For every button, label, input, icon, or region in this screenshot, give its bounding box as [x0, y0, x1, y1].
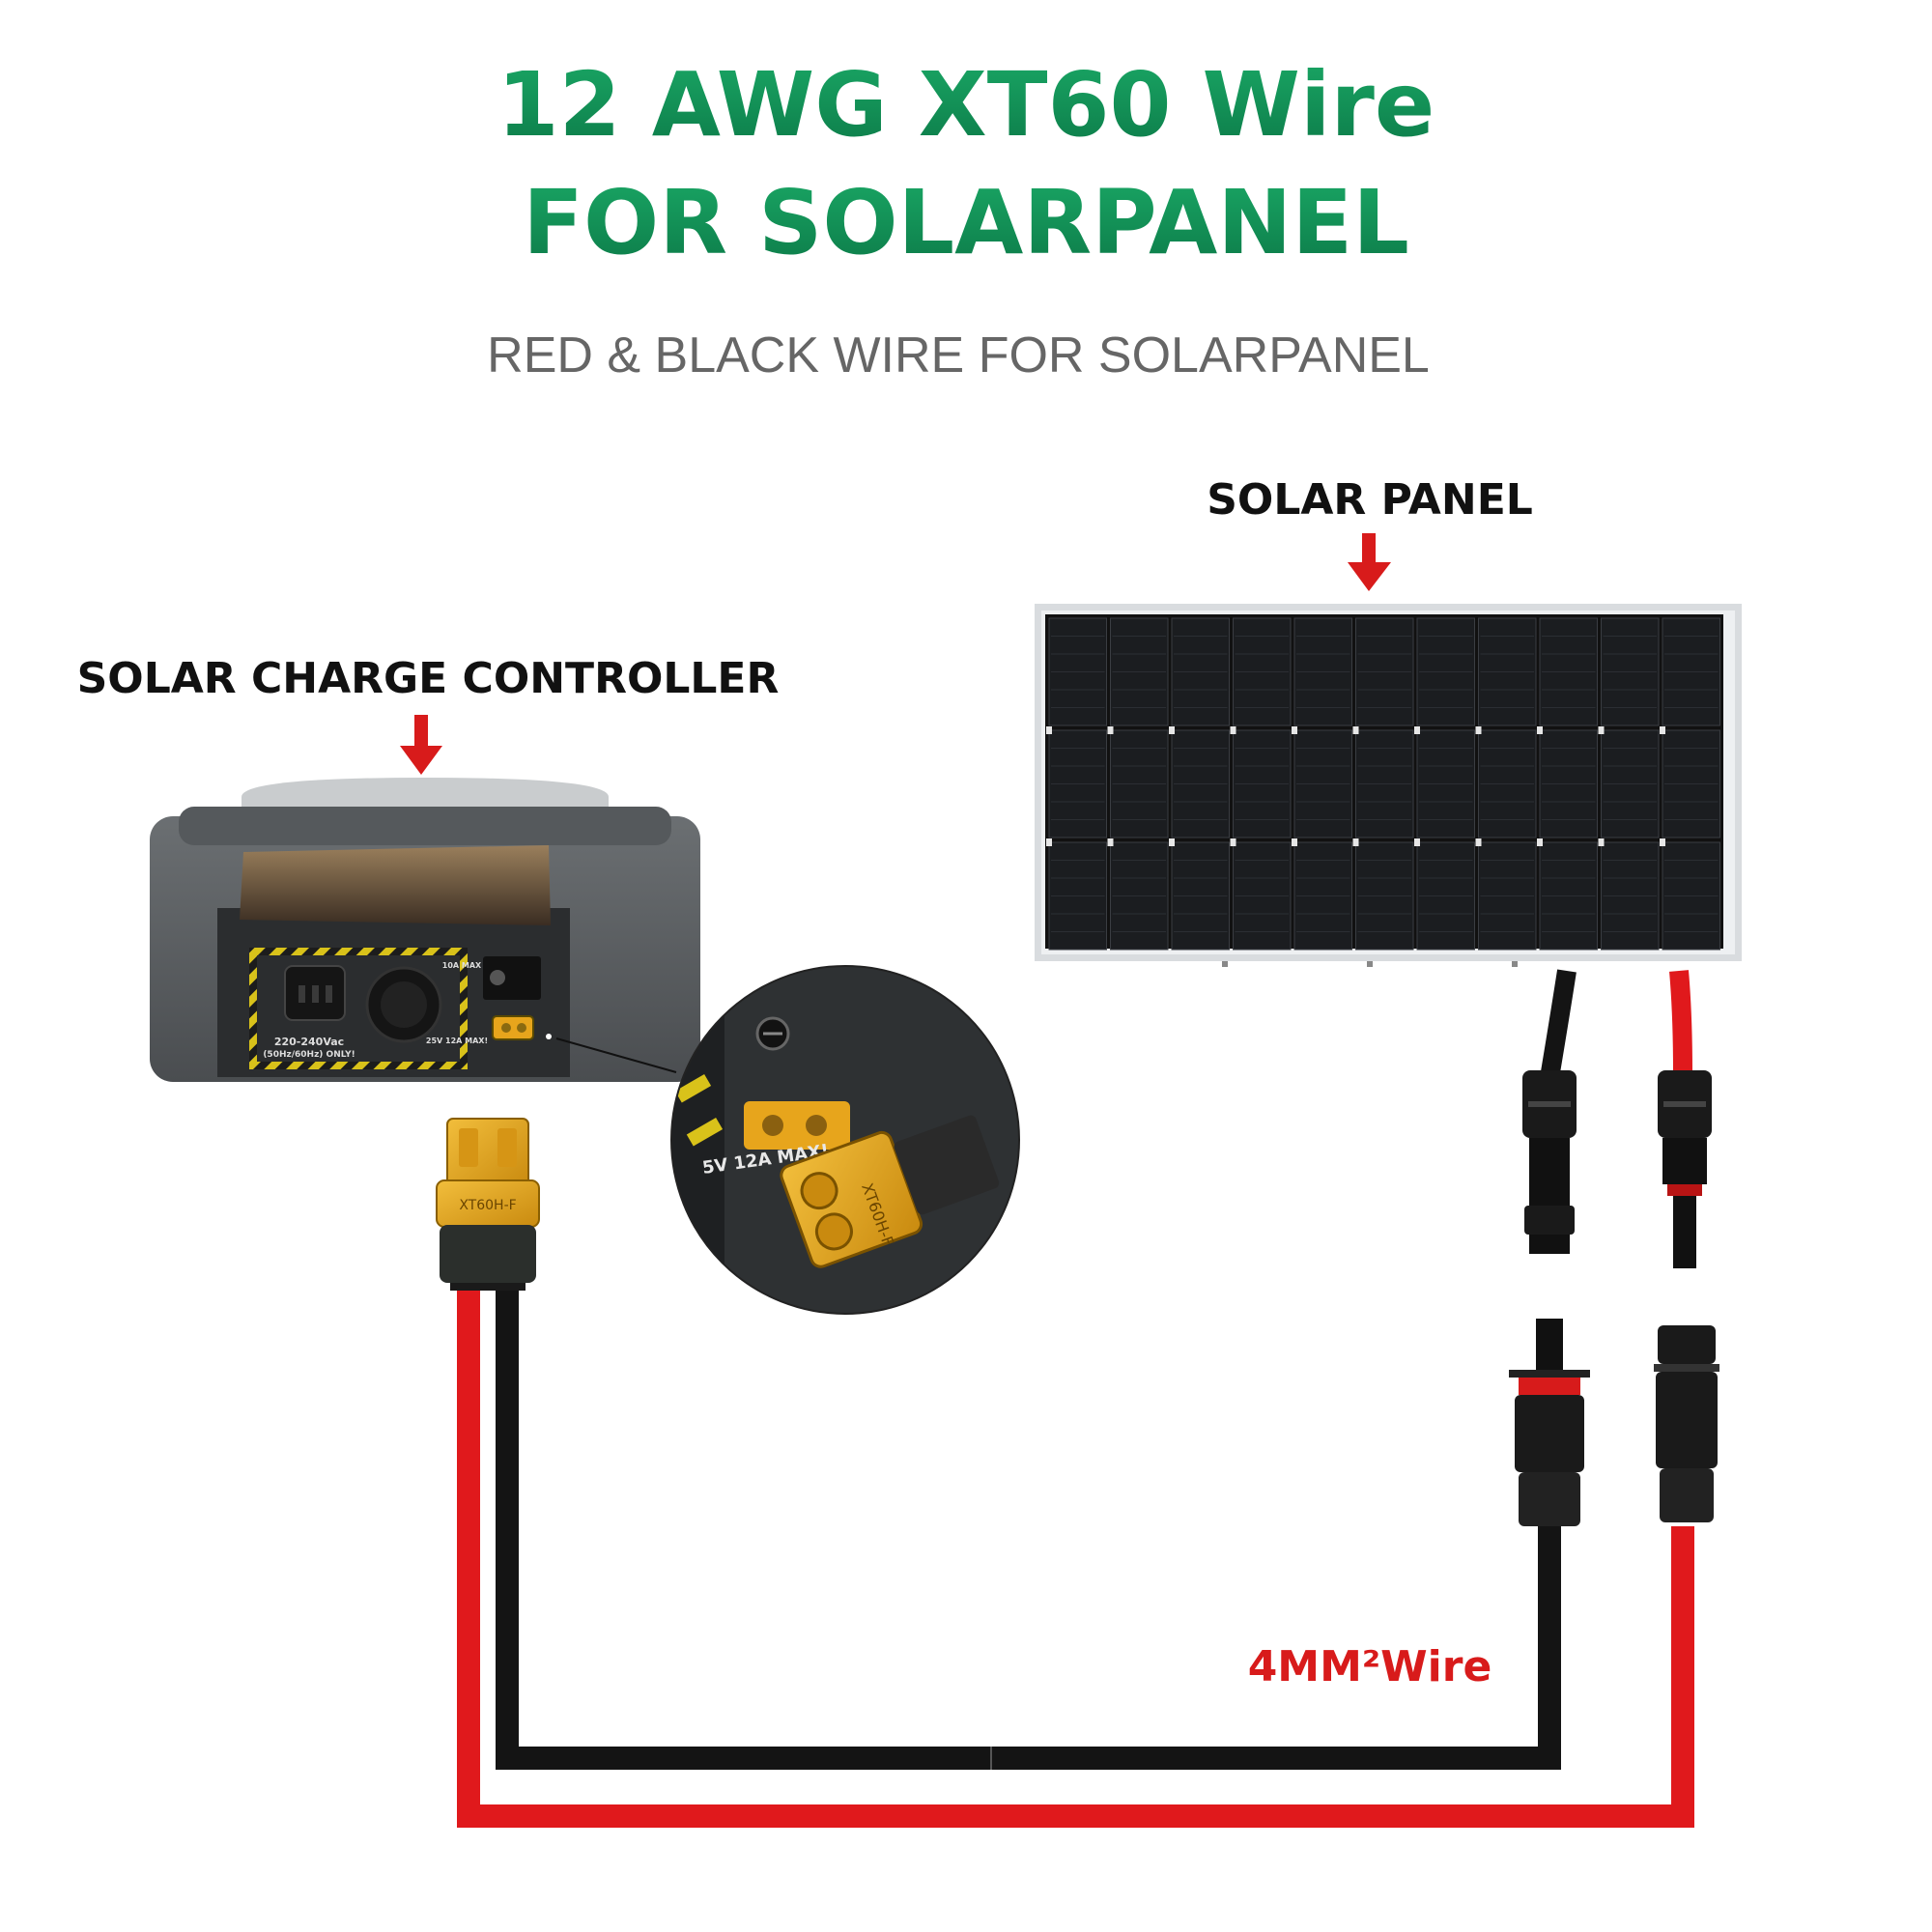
solar-panel	[1035, 604, 1742, 967]
zoom-leader-line	[555, 1037, 677, 1073]
arrow-down-icon	[1348, 533, 1391, 591]
solar-bus-dot	[1598, 726, 1605, 734]
panel-black-lead	[1541, 969, 1577, 1074]
solar-bus-dot	[1475, 838, 1482, 846]
ac-input-label: 220-240Vac	[274, 1036, 344, 1048]
solar-bus-dot	[1046, 838, 1052, 846]
zoom-inset: 5V 12A MAX! XT60H-F	[670, 965, 1020, 1315]
charge-controller-device: 220-240Vac (50Hz/60Hz) ONLY! 10A MAX 25V…	[150, 778, 700, 1082]
device-lid	[240, 845, 551, 925]
xt60-port	[492, 1015, 534, 1040]
solar-bus-dot	[1230, 838, 1236, 846]
subtitle: RED & BLACK WIRE FOR SOLARPANEL	[487, 327, 1430, 384]
mc4-connector-panel-negative	[1522, 1070, 1577, 1254]
solar-bus-dot	[1660, 726, 1665, 734]
panel-red-lead	[1669, 970, 1692, 1073]
solar-bus-dot	[1169, 726, 1175, 734]
solar-panel-label: SOLAR PANEL	[1207, 475, 1533, 525]
mc4-connector-cable-negative	[1509, 1319, 1590, 1526]
zoom-xt60-plug: XT60H-F	[780, 1115, 1000, 1268]
mc4-connector-cable-positive	[1654, 1325, 1719, 1522]
solar-bus-dot	[1352, 726, 1359, 734]
red-wire	[457, 1280, 1694, 1828]
solar-bus-dot	[1537, 838, 1543, 846]
solar-charge-controller-label: SOLAR CHARGE CONTROLLER	[77, 654, 780, 703]
solar-bus-dot	[1475, 726, 1482, 734]
title-line-2: FOR SOLARPANEL	[523, 171, 1409, 274]
max-10a-label: 10A MAX	[442, 961, 482, 970]
dc-port-label: 25V 12A MAX!	[426, 1037, 488, 1045]
freq-label: (50Hz/60Hz) ONLY!	[263, 1050, 355, 1060]
solar-bus-dot	[1046, 726, 1052, 734]
solar-bus-dot	[1169, 838, 1175, 846]
black-wire	[496, 1280, 1561, 1770]
title-line-1: 12 AWG XT60 Wire	[497, 53, 1435, 156]
solar-bus-dot	[1292, 838, 1297, 846]
solar-bus-dot	[1230, 726, 1236, 734]
xt60-print: XT60H-F	[459, 1198, 516, 1213]
solar-bus-dot	[1414, 726, 1420, 734]
solar-bus-dot	[1537, 726, 1543, 734]
screw-icon	[490, 970, 505, 985]
xt60-connector: XT60H-F	[436, 1118, 540, 1291]
solar-bus-dot	[1414, 838, 1420, 846]
solar-cell-grid	[1046, 617, 1720, 951]
solar-bus-dot	[1352, 838, 1359, 846]
solar-bus-dot	[1107, 838, 1114, 846]
wire-spec-label: 4MM²Wire	[1248, 1642, 1492, 1691]
arrow-down-icon	[400, 715, 442, 775]
solar-bus-dot	[1292, 726, 1297, 734]
solar-bus-dot	[1598, 838, 1605, 846]
mc4-connector-panel-positive	[1658, 1070, 1712, 1268]
solar-bus-dot	[1660, 838, 1665, 846]
solar-bus-dot	[1107, 726, 1114, 734]
